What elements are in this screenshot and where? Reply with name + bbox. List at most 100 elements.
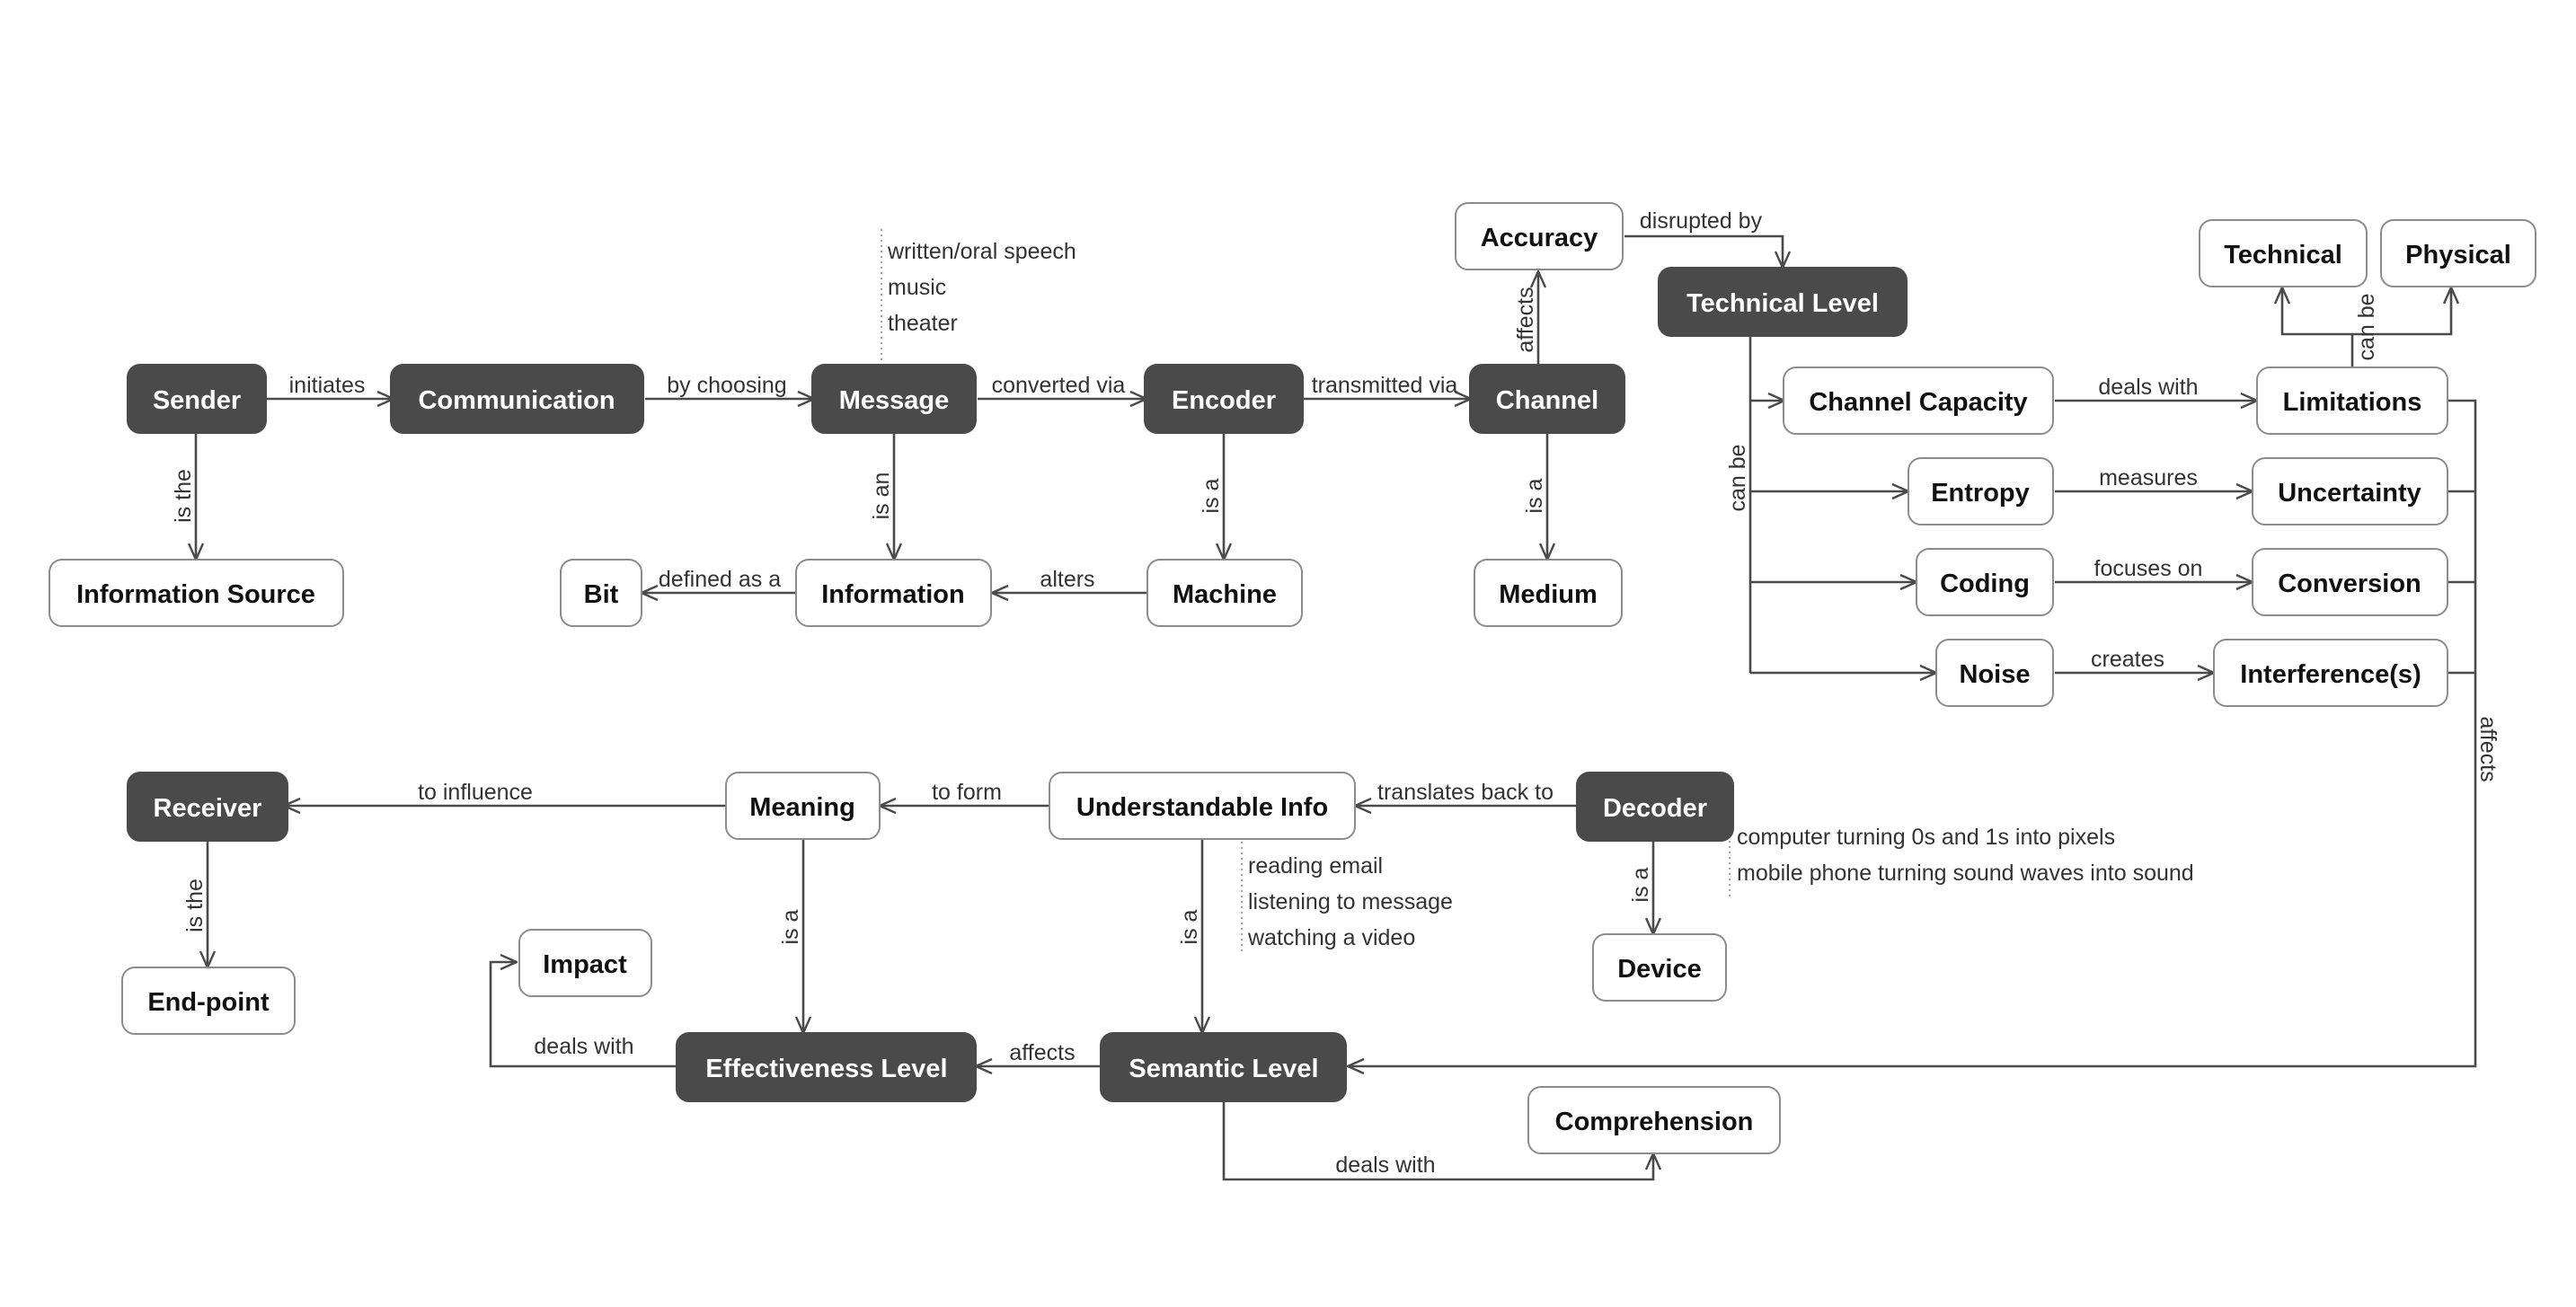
label-affects-effectiveness: affects <box>1009 1040 1075 1065</box>
note-message-theater: theater <box>888 311 958 336</box>
svg-text:Understandable Info: Understandable Info <box>1076 793 1328 822</box>
label-affects-semantic: affects <box>2475 716 2501 782</box>
label-is-the-source: is the <box>171 469 196 523</box>
node-machine: Machine <box>1146 559 1303 627</box>
svg-text:Entropy: Entropy <box>1931 479 2030 508</box>
svg-text:Meaning: Meaning <box>749 793 855 822</box>
svg-text:Receiver: Receiver <box>154 794 262 823</box>
svg-text:Conversion: Conversion <box>2278 570 2421 598</box>
node-interference: Interference(s) <box>2213 639 2448 707</box>
node-message: Message <box>811 364 977 434</box>
svg-text:Device: Device <box>1617 955 1702 984</box>
svg-text:Message: Message <box>839 386 950 415</box>
note-watching-video: watching a video <box>1247 925 1415 950</box>
label-by-choosing: by choosing <box>667 373 786 398</box>
svg-text:Uncertainty: Uncertainty <box>2278 479 2421 508</box>
svg-text:Decoder: Decoder <box>1603 794 1707 823</box>
node-medium: Medium <box>1474 559 1623 627</box>
node-impact: Impact <box>518 929 652 997</box>
edge-effectiveness-impact <box>489 962 678 1068</box>
node-sender: Sender <box>127 364 267 434</box>
node-channel-capacity: Channel Capacity <box>1783 366 2054 435</box>
svg-text:Technical: Technical <box>2224 241 2342 269</box>
node-comprehension: Comprehension <box>1527 1086 1781 1154</box>
svg-text:Physical: Physical <box>2405 241 2511 269</box>
label-is-the-endpoint: is the <box>182 879 208 932</box>
label-is-a-device: is a <box>1628 867 1653 902</box>
svg-text:Comprehension: Comprehension <box>1555 1108 1754 1136</box>
node-device: Device <box>1592 933 1727 1002</box>
svg-text:Encoder: Encoder <box>1172 386 1276 415</box>
node-information: Information <box>795 559 992 627</box>
edge-labels: initiates by choosing converted via tran… <box>171 208 2501 1178</box>
node-noise: Noise <box>1935 639 2054 707</box>
node-decoder: Decoder <box>1576 772 1734 842</box>
node-entropy: Entropy <box>1908 457 2054 525</box>
note-phone-sound: mobile phone turning sound waves into so… <box>1737 861 2194 886</box>
svg-text:Communication: Communication <box>418 386 615 415</box>
svg-text:Effectiveness Level: Effectiveness Level <box>705 1055 947 1083</box>
node-technical-level: Technical Level <box>1658 267 1908 337</box>
svg-text:Accuracy: Accuracy <box>1481 224 1598 252</box>
edge-right-bus <box>1348 399 2477 1066</box>
note-message-music: music <box>888 275 946 300</box>
node-end-point: End-point <box>121 967 296 1035</box>
node-semantic-level: Semantic Level <box>1100 1032 1347 1102</box>
svg-text:Information: Information <box>821 580 965 609</box>
label-to-influence: to influence <box>418 780 533 805</box>
notes: written/oral speech music theater readin… <box>887 239 2194 950</box>
edge-limitations-technical <box>2282 287 2354 366</box>
label-converted-via: converted via <box>992 373 1126 398</box>
label-to-form: to form <box>932 780 1002 805</box>
svg-text:Channel: Channel <box>1496 386 1598 415</box>
svg-text:End-point: End-point <box>147 988 270 1017</box>
node-uncertainty: Uncertainty <box>2252 457 2448 525</box>
svg-text:Channel Capacity: Channel Capacity <box>1809 388 2027 417</box>
node-meaning: Meaning <box>725 772 881 840</box>
node-information-source: Information Source <box>49 559 344 627</box>
edge-limitations-physical <box>2352 287 2451 336</box>
label-initiates: initiates <box>289 373 366 398</box>
svg-text:Machine: Machine <box>1173 580 1277 609</box>
label-defined-as-a: defined as a <box>659 567 781 592</box>
note-reading-email: reading email <box>1248 853 1383 879</box>
svg-text:Medium: Medium <box>1499 580 1598 609</box>
svg-text:Information Source: Information Source <box>76 580 315 609</box>
svg-text:Sender: Sender <box>153 386 241 415</box>
edge-semantic-comprehension <box>1222 1100 1653 1181</box>
node-receiver: Receiver <box>127 772 288 842</box>
node-encoder: Encoder <box>1144 364 1304 434</box>
label-translates-back-to: translates back to <box>1377 780 1554 805</box>
svg-text:Coding: Coding <box>1940 570 2030 598</box>
edge-accuracy-technical-level <box>1624 234 1783 268</box>
svg-text:Interference(s): Interference(s) <box>2240 660 2421 689</box>
note-message-speech: written/oral speech <box>887 239 1076 264</box>
label-disrupted-by: disrupted by <box>1640 208 1763 234</box>
node-bit: Bit <box>560 559 642 627</box>
svg-text:Noise: Noise <box>1960 660 2031 689</box>
nodes: Sender Communication Message Encoder Cha… <box>49 202 2536 1154</box>
edges <box>196 234 2477 1181</box>
node-communication: Communication <box>390 364 644 434</box>
svg-text:Impact: Impact <box>543 950 627 979</box>
label-is-a-medium: is a <box>1522 478 1547 513</box>
label-can-be-types: can be <box>1725 444 1750 511</box>
svg-text:Semantic Level: Semantic Level <box>1129 1055 1318 1083</box>
node-limitations: Limitations <box>2256 366 2448 435</box>
label-deals-with-comprehension: deals with <box>1335 1152 1435 1178</box>
label-is-a-effectiveness: is a <box>778 909 803 944</box>
label-can-be-technical: can be <box>2354 293 2379 360</box>
node-physical: Physical <box>2380 219 2536 287</box>
label-is-an: is an <box>869 472 894 520</box>
label-deals-with-limitations: deals with <box>2098 375 2198 400</box>
node-coding: Coding <box>1916 548 2054 616</box>
node-accuracy: Accuracy <box>1455 202 1624 270</box>
note-listening-message: listening to message <box>1248 889 1453 914</box>
node-technical: Technical <box>2199 219 2368 287</box>
svg-text:Technical Level: Technical Level <box>1686 289 1879 318</box>
svg-text:Bit: Bit <box>584 580 619 609</box>
node-conversion: Conversion <box>2252 548 2448 616</box>
label-alters: alters <box>1040 567 1094 592</box>
